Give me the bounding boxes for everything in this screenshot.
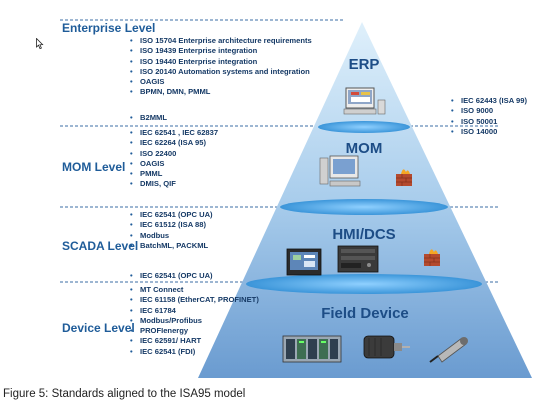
list-item: BPMN, DMN, PMML [128, 87, 312, 98]
list-item: ISO 22400 [128, 149, 218, 160]
list-item: ISO 50001 [449, 117, 527, 128]
tier-label-erp: ERP [348, 56, 380, 73]
list-item: Modbus/Profibus [128, 316, 259, 327]
list-item: PMML [128, 169, 218, 180]
list-item: ISO 19439 Enterprise integration [128, 46, 312, 57]
list-item: IEC 62443 (ISA 99) [449, 96, 527, 107]
list-item: MT Connect [128, 285, 259, 296]
list-item: IEC 62541 , IEC 62837 [128, 128, 218, 139]
device-level-title: Device Level [62, 321, 135, 335]
proximity-sensor-icon [429, 337, 468, 363]
list-item: IEC 62541 (FDI) [128, 347, 259, 358]
device-standards-list: MT Connect IEC 61158 (EtherCAT, PROFINET… [128, 285, 259, 357]
list-item: DMIS, QIF [128, 179, 218, 190]
enterprise-b2mml-list: B2MML [128, 113, 167, 124]
computer-workstation-icon [343, 87, 386, 115]
mouse-cursor-icon [36, 38, 44, 50]
tier-label-field-device: Field Device [321, 305, 409, 322]
enterprise-level-title: Enterprise Level [62, 21, 156, 35]
list-item: ISO 15704 Enterprise architecture requir… [128, 36, 312, 47]
cross-level-standards-list: IEC 62443 (ISA 99) ISO 9000 ISO 50001 IS… [449, 96, 527, 137]
plc-rack-icon [282, 335, 342, 363]
list-item: OAGIS [128, 159, 218, 170]
servo-motor-icon [363, 335, 410, 359]
list-item: IEC 62264 (ISA 95) [128, 138, 218, 149]
list-item: ISO 20140 Automation systems and integra… [128, 67, 312, 78]
list-item: IEC 62541 (OPC UA) [128, 210, 213, 221]
scada-opcua-list: IEC 62541 (OPC UA) [128, 271, 213, 282]
scada-level-title: SCADA Level [62, 239, 139, 253]
figure-caption: Figure 5: Standards aligned to the ISA95… [3, 388, 246, 400]
list-item: ISO 9000 [449, 106, 527, 117]
hmi-panel-icon [286, 248, 322, 276]
list-item: IEC 61784 [128, 306, 259, 317]
list-item: IEC 61512 (ISA 88) [128, 220, 213, 231]
list-item: IEC 62541 (OPC UA) [128, 271, 213, 282]
firewall-icon [424, 249, 440, 266]
list-item: IEC 62591/ HART [128, 336, 259, 347]
industrial-pc-icon [337, 245, 379, 273]
mom-level-title: MOM Level [62, 160, 126, 174]
desktop-computer-icon [319, 155, 361, 187]
firewall-icon [396, 169, 412, 186]
scada-standards-list: IEC 62541 (OPC UA) IEC 61512 (ISA 88) Mo… [128, 210, 213, 251]
enterprise-standards-list: ISO 15704 Enterprise architecture requir… [128, 36, 312, 98]
tier-label-mom: MOM [345, 140, 383, 157]
tier-label-hmi-dcs: HMI/DCS [332, 226, 396, 243]
tier-band-mom-scada [280, 199, 448, 215]
list-item: BatchML, PACKML [128, 241, 213, 252]
list-item: ISO 19440 Enterprise integration [128, 57, 312, 68]
list-item: IEC 61158 (EtherCAT, PROFINET) [128, 295, 259, 306]
list-item: Modbus [128, 231, 213, 242]
tier-band-erp-mom [318, 121, 410, 133]
list-item: ISO 14000 [449, 127, 527, 138]
list-item: PROFIenergy [128, 326, 259, 337]
mom-standards-list: IEC 62541 , IEC 62837 IEC 62264 (ISA 95)… [128, 128, 218, 190]
tier-band-scada-device [246, 274, 482, 294]
list-item: OAGIS [128, 77, 312, 88]
list-item: B2MML [128, 113, 167, 124]
